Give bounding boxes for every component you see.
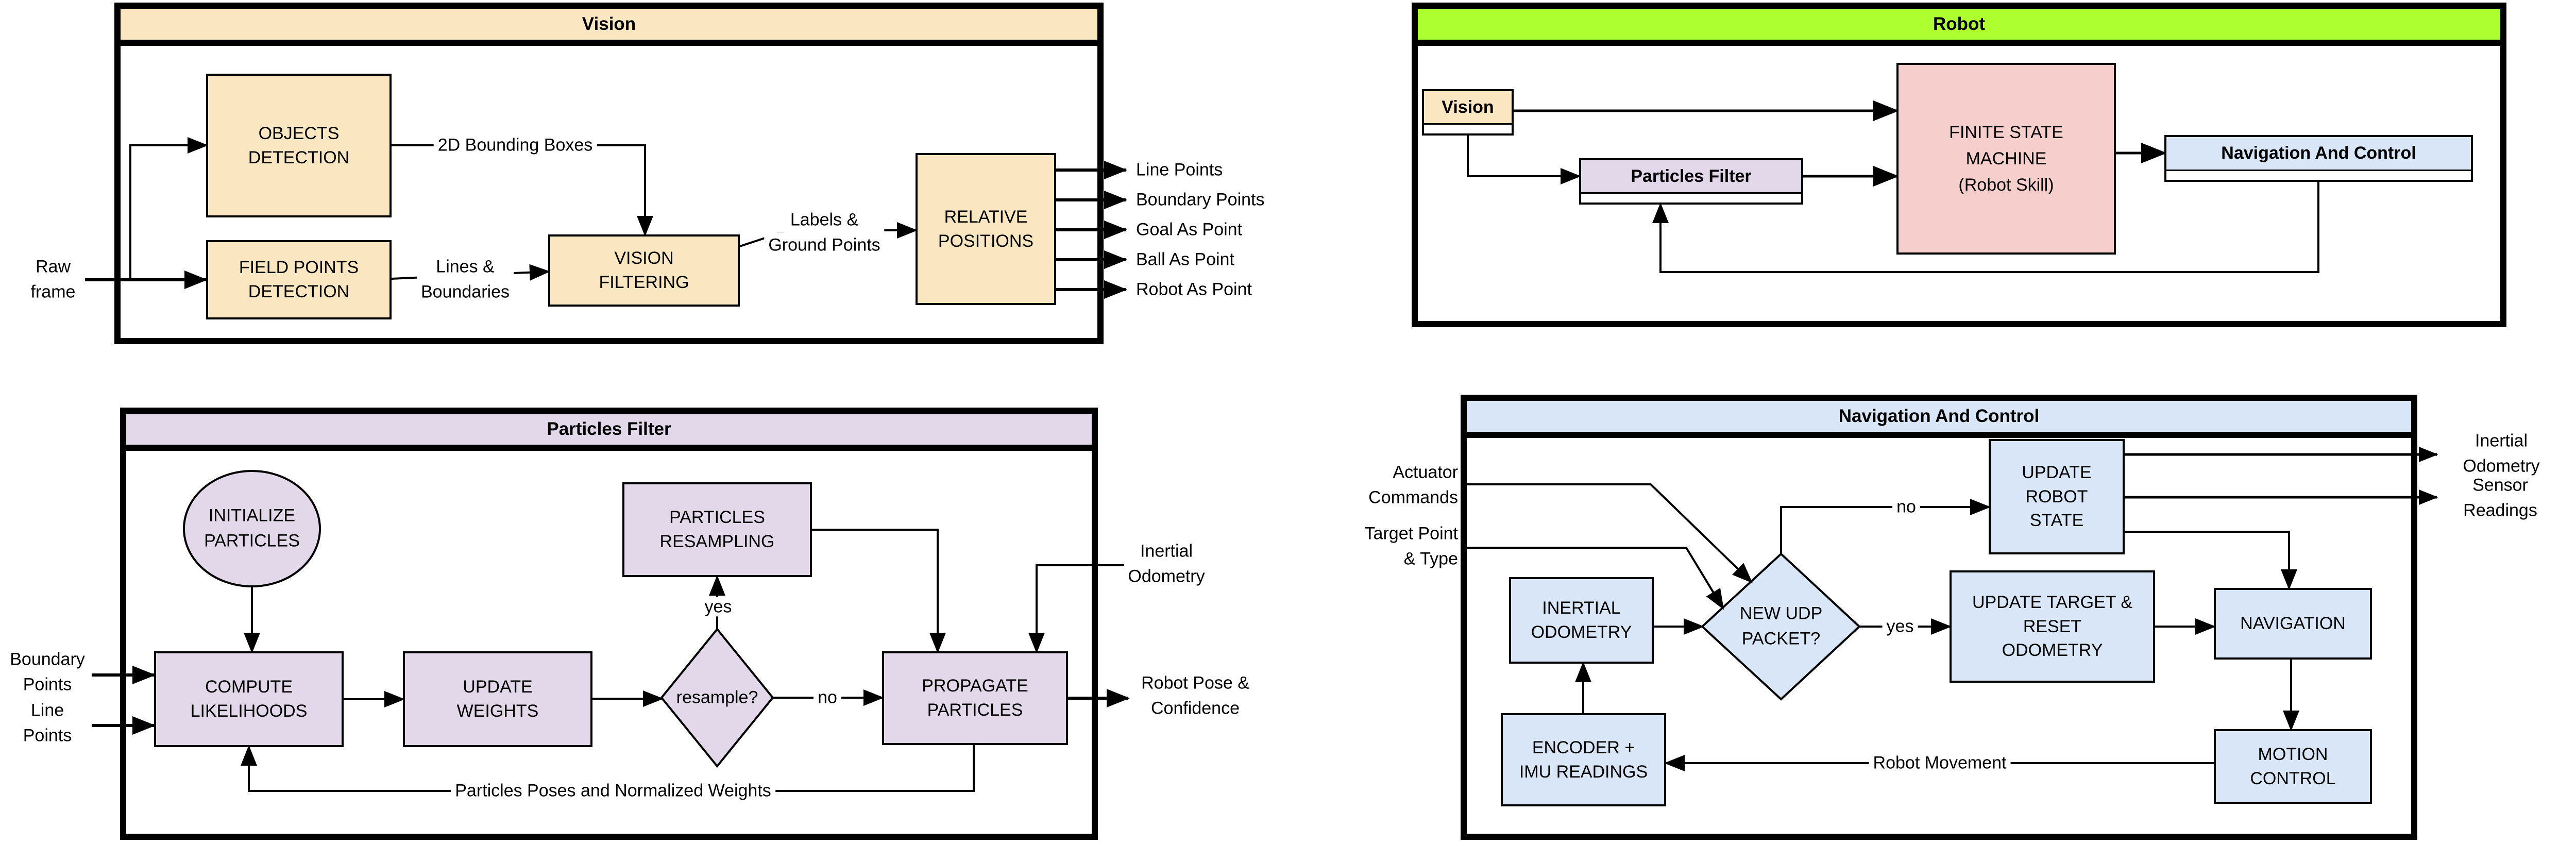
output-label-goal-as-point: Goal As Point bbox=[1136, 220, 1243, 240]
update-robot-state-box: UPDATE ROBOT STATE bbox=[1989, 439, 2125, 554]
edge-label-no-particles: no bbox=[814, 685, 841, 710]
actuator-commands-label: Actuator Commands bbox=[1368, 462, 1458, 508]
output-label-line-points: Line Points bbox=[1136, 160, 1223, 180]
update-weights-box: UPDATE WEIGHTS bbox=[403, 651, 592, 747]
edge-label-lines-boundaries: Lines & Boundaries bbox=[416, 254, 514, 306]
encoder-imu-readings-box: ENCODER + IMU READINGS bbox=[1501, 713, 1666, 806]
relative-positions-box: RELATIVE POSITIONS bbox=[916, 153, 1056, 305]
output-label-ball-as-point: Ball As Point bbox=[1136, 249, 1234, 269]
output-label-inertial-odometry: Inertial Odometry bbox=[2463, 431, 2540, 476]
field-points-detection-box: FIELD POINTS DETECTION bbox=[206, 240, 392, 319]
target-point-type-label: Target Point & Type bbox=[1364, 524, 1458, 569]
panel-title-particles-filter: Particles Filter bbox=[547, 419, 671, 439]
vision-panel-header: Vision bbox=[121, 9, 1097, 46]
output-label-robot-as-point: Robot As Point bbox=[1136, 279, 1252, 299]
output-label-boundary-points: Boundary Points bbox=[1136, 190, 1265, 210]
navigation-control-panel: Navigation And Control bbox=[1461, 395, 2417, 840]
panel-title-navigation-control: Navigation And Control bbox=[1838, 406, 2040, 426]
resample-diamond-label: resample? bbox=[676, 687, 758, 707]
resample-diamond bbox=[660, 627, 774, 768]
edge-label-2d-bounding-boxes: 2D Bounding Boxes bbox=[433, 132, 597, 158]
vision-filtering-box: VISION FILTERING bbox=[548, 234, 740, 307]
edge-label-yes-particles: yes bbox=[700, 594, 736, 619]
particles-filter-panel-header: Particles Filter bbox=[126, 414, 1092, 451]
edge-label-labels-ground-points: Labels & Ground Points bbox=[764, 207, 885, 259]
new-udp-diamond bbox=[1701, 552, 1861, 701]
robot-panel-header: Robot bbox=[1418, 9, 2500, 46]
robot-panel: Robot bbox=[1412, 3, 2506, 327]
panel-title-robot: Robot bbox=[1933, 14, 1986, 34]
propagate-particles-box: PROPAGATE PARTICLES bbox=[882, 651, 1068, 745]
navigation-subsystem-strip bbox=[2166, 170, 2471, 180]
panel-title-vision: Vision bbox=[582, 14, 636, 34]
update-target-reset-odometry-box: UPDATE TARGET & RESET ODOMETRY bbox=[1950, 570, 2155, 683]
particles-filter-subsystem-box: Particles Filter bbox=[1579, 158, 1803, 205]
finite-state-machine-box: FINITE STATE MACHINE (Robot Skill) bbox=[1896, 63, 2116, 255]
particles-filter-subsystem-strip bbox=[1581, 192, 1801, 202]
initialize-particles-label: INITIALIZE PARTICLES bbox=[204, 505, 300, 551]
edge-label-no-nav: no bbox=[1892, 494, 1920, 519]
vision-subsystem-box: Vision bbox=[1422, 89, 1514, 136]
particles-resampling-box: PARTICLES RESAMPLING bbox=[622, 482, 812, 577]
inertial-odometry-box: INERTIAL ODOMETRY bbox=[1509, 577, 1654, 664]
navigation-subsystem-box: Navigation And Control bbox=[2164, 135, 2473, 182]
edge-label-particles-poses-weights: Particles Poses and Normalized Weights bbox=[451, 778, 775, 803]
output-label-sensor-readings: Sensor Readings bbox=[2463, 475, 2537, 520]
particles-filter-panel: Particles Filter bbox=[120, 408, 1098, 840]
motion-control-box: MOTION CONTROL bbox=[2214, 729, 2372, 804]
vision-subsystem-strip bbox=[1424, 123, 1512, 133]
edge-label-yes-nav: yes bbox=[1882, 614, 1918, 639]
edge-label-robot-movement: Robot Movement bbox=[1869, 750, 2011, 775]
robot-pose-confidence-label: Robot Pose & Confidence bbox=[1141, 673, 1249, 718]
objects-detection-box: OBJECTS DETECTION bbox=[206, 74, 392, 217]
navigation-box: NAVIGATION bbox=[2214, 588, 2372, 660]
inertial-odometry-input-label: Inertial Odometry bbox=[1128, 541, 1205, 586]
compute-likelihoods-box: COMPUTE LIKELIHOODS bbox=[154, 651, 344, 747]
vision-panel: Vision bbox=[114, 3, 1104, 344]
raw-frame-label: Raw frame bbox=[30, 257, 76, 302]
navigation-control-panel-header: Navigation And Control bbox=[1467, 401, 2411, 438]
boundary-line-points-label: Boundary Points Line Points bbox=[10, 649, 85, 746]
new-udp-packet-label: NEW UDP PACKET? bbox=[1739, 603, 1823, 649]
